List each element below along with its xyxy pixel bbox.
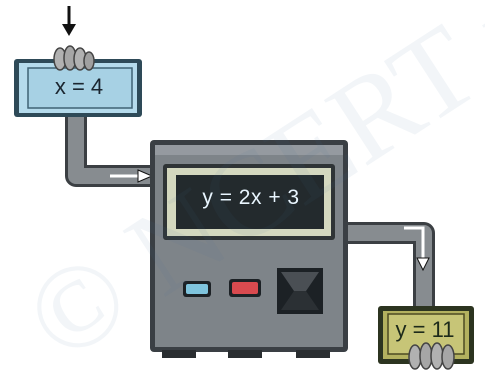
output-value: y = 11 bbox=[388, 317, 462, 343]
function-machine-diagram: © NCERT not to be republished x = 4 y = … bbox=[0, 0, 485, 376]
output-pipe bbox=[340, 233, 424, 312]
down-arrow-icon bbox=[62, 6, 76, 36]
output-pipe-outline bbox=[340, 233, 424, 312]
input-grip-icon bbox=[54, 46, 94, 70]
input-pipe-outline bbox=[76, 112, 150, 176]
input-value: x = 4 bbox=[28, 74, 130, 100]
machine-equation: y = 2x + 3 bbox=[178, 186, 324, 210]
